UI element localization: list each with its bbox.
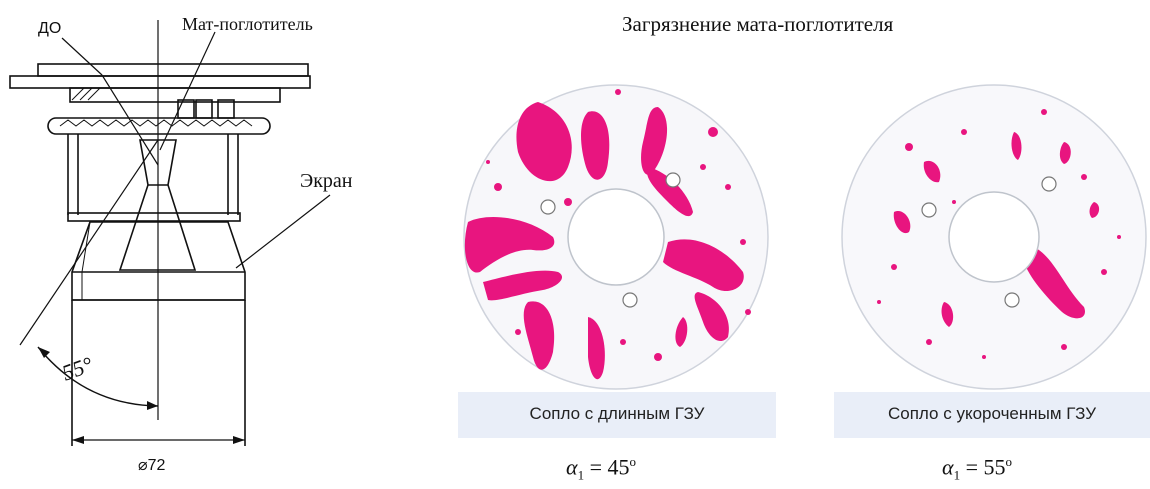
label-do: ДО [38, 20, 62, 37]
top-plate [37, 63, 309, 77]
label-absorber-mat: Мат-поглотитель [182, 14, 313, 34]
flange [69, 87, 281, 103]
stained-disc-short [834, 72, 1150, 392]
alpha-formula-short: α1 = 55o [942, 454, 1012, 483]
nozzle-technical-drawing [9, 20, 331, 446]
photo-caption-long: Сопло с длинным ГЗУ [529, 404, 705, 423]
disc-center-hole [567, 188, 665, 286]
disc-center-hole [948, 191, 1040, 283]
alpha-formula-long: α1 = 45o [566, 454, 636, 483]
stained-disc-long [458, 72, 776, 392]
label-screen: Экран [300, 170, 353, 192]
photo-panel-short: Сопло с укороченным ГЗУ [834, 72, 1150, 438]
label-diameter: ⌀72 [138, 457, 166, 474]
photo-caption-short: Сопло с укороченным ГЗУ [888, 404, 1096, 423]
mount-plate [9, 75, 311, 89]
screen-plate [67, 212, 241, 222]
angle-arc [37, 346, 159, 407]
clamp-ring [47, 117, 271, 135]
figure-title: Загрязнение мата-поглотителя [622, 12, 894, 36]
photo-panel-long: Сопло с длинным ГЗУ [458, 72, 776, 438]
